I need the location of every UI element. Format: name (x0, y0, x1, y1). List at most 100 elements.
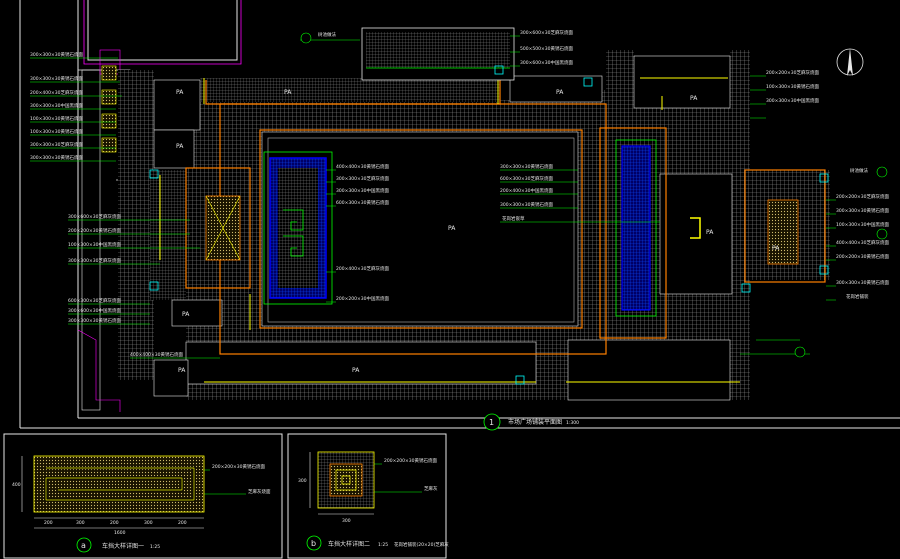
dimension-text: 200 (178, 520, 187, 526)
callout-text: 100×300×30中国黑烧面 (836, 221, 889, 228)
callouts-right: 200×200×30芝麻灰烧面 100×300×30黄锈石烧面 300×300×… (766, 69, 889, 300)
detail-a: 400 200 300 200 300 200 1600 200×200×30黄… (12, 455, 271, 553)
reference-circle (876, 166, 888, 178)
callout-text: 300×300×30黄锈石烧面 (836, 279, 889, 286)
plan-scale: 1:300 (566, 420, 579, 426)
callout-text: 300×300×30中国黑烧面 (766, 97, 819, 104)
detail-marker: a (81, 541, 86, 550)
area-label: PA (284, 89, 292, 96)
dimension-text: 300 (144, 520, 153, 526)
dimension-text: 300 (76, 520, 85, 526)
callout-text: 树池做法 (850, 167, 868, 174)
dimension-text: 200 (44, 520, 53, 526)
callout-text: 300×300×30黄锈石烧面 (836, 207, 889, 214)
area-label: PA (182, 311, 190, 318)
right-inlay (690, 199, 799, 265)
callout-text: 芝麻灰 (424, 485, 438, 492)
plan-title-text: 市场广场铺装平面图 (508, 418, 562, 426)
callout-text: 300×300×30黄锈石烧面 (30, 75, 83, 82)
area-labels: PA PA PA PA PA PA PA PA PA PA PA (176, 89, 780, 374)
callout-text: 100×300×30黄锈石烧面 (30, 128, 83, 135)
dimension-text: 200 (110, 520, 119, 526)
callout-text: 100×300×30黄锈石烧面 (766, 83, 819, 90)
callout-text: 600×300×30芝麻灰烧面 (500, 175, 553, 182)
callout-text: 200×400×30芝麻灰烧面 (30, 89, 83, 96)
reference-circle (794, 346, 806, 358)
callout-text: 300×300×30黄锈石烧面 (30, 154, 83, 161)
callouts-center: 300×300×30黄锈石烧面 600×300×30芝麻灰烧面 200×400×… (500, 163, 553, 222)
callout-text: 200×400×30中国黑烧面 (500, 187, 553, 194)
callout-text: 300×300×30黄锈石烧面 (30, 51, 83, 58)
pool-right (615, 139, 657, 317)
left-inlay (205, 195, 241, 261)
callout-text: 300×300×30黄锈石烧面 (500, 201, 553, 208)
callout-text: 400×400×30黄锈石烧面 (336, 163, 389, 170)
callout-text: 100×300×30中国黑烧面 (68, 241, 121, 248)
callout-text: 200×200×30黄锈石烧面 (68, 227, 121, 234)
callout-text: 500×500×30黄锈石烧面 (520, 45, 573, 52)
detail-scale: 1:25 (378, 542, 388, 548)
callout-text: 400×400×30黄锈石烧面 (130, 351, 183, 358)
callouts-pool: 400×400×30黄锈石烧面 300×300×30芝麻灰烧面 300×300×… (336, 163, 389, 302)
reference-circle (876, 228, 888, 240)
dimension-text: 1600 (114, 530, 126, 536)
callout-text: 300×300×30黄锈石烧面 (68, 317, 121, 324)
callout-text: 300×300×30中国黑烧面 (30, 102, 83, 109)
callout-text: 300×300×30芝麻灰烧面 (30, 141, 83, 148)
area-label: PA (176, 143, 184, 150)
reference-circle (300, 32, 312, 44)
callout-text: 300×600×30芝麻灰烧面 (68, 213, 121, 220)
detail-b: 300 300 200×200×30黄锈石烧面 芝麻灰 b 车挡大样详图二 1:… (298, 451, 449, 551)
area-label: PA (178, 367, 186, 374)
callout-text: 200×400×30芝麻灰烧面 (336, 265, 389, 272)
callouts-left: 300×300×30黄锈石烧面 300×300×30黄锈石烧面 200×400×… (30, 51, 183, 358)
area-label: PA (448, 225, 456, 232)
callout-text: 600×300×30黄锈石烧面 (336, 199, 389, 206)
callout-text: 300×600×30中国黑烧面 (68, 307, 121, 314)
callout-text: 100×300×30黄锈石烧面 (30, 115, 83, 122)
area-label: PA (706, 229, 714, 236)
dimension-text: 300 (342, 518, 351, 524)
detail-title: 车挡大样详图二 (328, 540, 370, 548)
callout-text: 600×300×30芝麻灰烧面 (68, 297, 121, 304)
area-label: PA (352, 367, 360, 374)
dimension-text: 300 (298, 478, 307, 484)
callout-leaders (30, 32, 888, 495)
callout-text: 200×200×30黄锈石烧面 (384, 457, 437, 464)
callout-text: 400×400×30芝麻灰烧面 (836, 239, 889, 246)
area-label: PA (176, 89, 184, 96)
callout-text: 200×200×30芝麻灰烧面 (836, 193, 889, 200)
callout-text: 芝麻灰烧面 (248, 488, 271, 495)
callout-text: 200×200×30黄锈石烧面 (836, 253, 889, 260)
callout-text: 300×300×30中国黑烧面 (336, 187, 389, 194)
callout-text: 200×200×30芝麻灰烧面 (766, 69, 819, 76)
north-arrow-icon (836, 48, 864, 76)
callout-text: 300×600×30中国黑烧面 (520, 59, 573, 66)
yellow-curbs (159, 77, 740, 383)
detail-scale: 1:25 (150, 544, 160, 550)
callout-text: 花岗岩铺装 (846, 293, 869, 300)
callout-text: 200×200×30黄锈石烧面 (212, 463, 265, 470)
area-label: PA (556, 89, 564, 96)
detail-title: 车挡大样详图一 (102, 542, 144, 550)
callout-text: 200×200×30中国黑烧面 (336, 295, 389, 302)
central-band (267, 137, 575, 323)
plan-title: 1 市场广场铺装平面图 1:300 (483, 413, 579, 431)
callout-text: 花岗岩嵌草 (502, 215, 525, 222)
pool-left (263, 151, 333, 305)
area-label: PA (690, 95, 698, 102)
detail-marker: b (311, 539, 316, 548)
existing-building (77, 0, 242, 412)
callouts-top: 300×600×30芝麻灰烧面 500×500×30黄锈石烧面 300×600×… (318, 29, 573, 66)
callout-text: 300×300×30芝麻灰烧面 (336, 175, 389, 182)
callout-text: 300×600×30芝麻灰烧面 (520, 29, 573, 36)
detail-note: 花岗岩铺装(20×20)芝麻灰 (394, 541, 449, 548)
tree-pits (149, 65, 829, 385)
dimension-text: 400 (12, 482, 21, 488)
callout-text: 300×300×30黄锈石烧面 (500, 163, 553, 170)
top-stairs (361, 27, 515, 81)
plan-number: 1 (489, 418, 494, 427)
callout-text: 树池做法 (318, 31, 336, 38)
area-label: PA (772, 245, 780, 252)
